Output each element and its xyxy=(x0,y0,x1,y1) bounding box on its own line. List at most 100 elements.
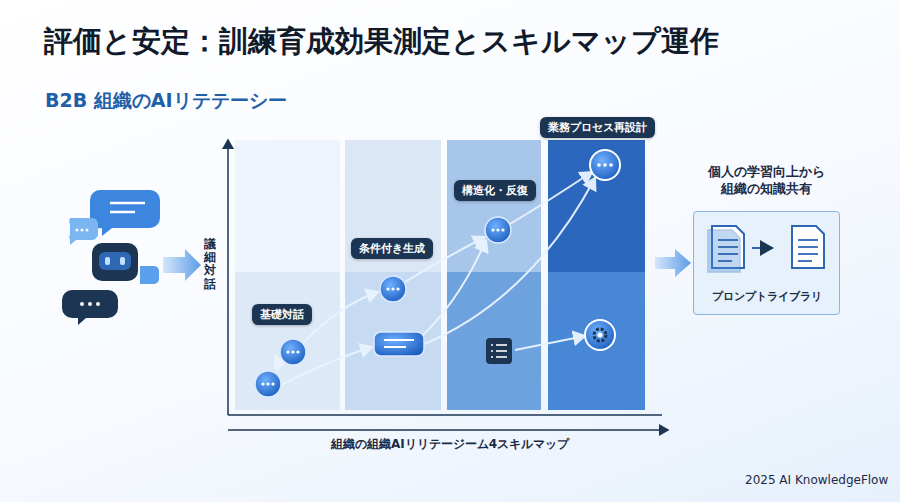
illustration-g xyxy=(708,226,824,272)
illustration-path xyxy=(62,290,118,325)
illustration-line xyxy=(798,239,818,241)
axis-label-vertical: 議細対話 xyxy=(204,238,216,291)
illustration-line xyxy=(718,260,732,262)
illustration-line xyxy=(752,247,772,249)
illustration-g xyxy=(798,240,818,261)
box-heading: 個人の学習向上から 組織の知識共有 xyxy=(708,164,826,198)
illustration-line xyxy=(491,356,493,358)
illustration-path xyxy=(276,362,286,372)
illustration-path xyxy=(163,249,201,281)
illustration-rect xyxy=(693,211,840,315)
illustration-g xyxy=(718,240,738,261)
illustration-line xyxy=(227,140,229,415)
illustration-circle xyxy=(280,339,306,365)
illustration-circle xyxy=(598,333,603,338)
illustration-line xyxy=(798,260,812,262)
illustration-circle xyxy=(266,382,269,385)
illustration-line xyxy=(228,414,662,416)
illustration-circle xyxy=(594,329,606,341)
library-box: 個人の学習向上から 組織の知識共有プロンプトライブラリ xyxy=(693,211,840,315)
illustration-path xyxy=(515,336,585,350)
illustration-line xyxy=(496,356,507,358)
illustration-rect xyxy=(235,140,340,272)
footer-note: 2025 AI KnowledgeFlow xyxy=(745,473,888,487)
illustration-g xyxy=(491,345,507,357)
illustration-line xyxy=(384,339,414,341)
illustration-circle xyxy=(80,302,84,306)
illustration-line xyxy=(110,202,145,205)
illustration-rect xyxy=(374,332,424,356)
illustration-rect xyxy=(486,338,512,364)
illustration-circle xyxy=(81,229,84,232)
illustration-circle xyxy=(491,228,494,231)
illustration-circle xyxy=(296,350,299,353)
illustration-line xyxy=(718,239,738,241)
illustration-circle xyxy=(590,150,620,180)
stage-label: 構造化・反復 xyxy=(454,180,536,201)
illustration-g xyxy=(261,163,612,385)
illustration-circle xyxy=(496,228,499,231)
illustration-path xyxy=(303,292,378,343)
illustration-line xyxy=(798,253,818,255)
illustration-path xyxy=(69,218,98,245)
illustration-path xyxy=(708,230,740,272)
stage-text: 条件付き生成 xyxy=(359,242,425,255)
illustration-circle xyxy=(585,320,615,350)
illustration-g xyxy=(255,150,620,397)
illustration-circle xyxy=(88,302,92,306)
illustration-line xyxy=(384,346,406,348)
illustration-rect xyxy=(92,243,138,281)
illustration-circle xyxy=(501,228,504,231)
illustration-rect xyxy=(120,257,125,265)
illustration-path xyxy=(655,249,691,277)
illustration-circle xyxy=(485,217,511,243)
illustration-rect xyxy=(447,272,541,410)
stage-text: 業務プロセス再設計 xyxy=(548,121,647,134)
axis-label: 組織の組織AIリリテージーム4スキルマップ xyxy=(331,436,569,453)
illustration-rect xyxy=(235,272,340,410)
illustration-path xyxy=(140,266,159,284)
stage-label: 基礎対話 xyxy=(252,304,312,325)
illustration-circle xyxy=(396,287,399,290)
illustration-path xyxy=(422,178,595,345)
stage-text: 基礎対話 xyxy=(260,308,304,321)
illustration-rect xyxy=(345,140,441,272)
illustration-circle xyxy=(286,350,289,353)
illustration-rect xyxy=(105,257,110,265)
illustration-circle xyxy=(96,302,100,306)
illustration-line xyxy=(228,429,668,431)
illustration-line xyxy=(110,211,135,214)
page-title: 評価と安定：訓練育成効果測定とスキルマップ運作 xyxy=(44,22,719,62)
illustration-g xyxy=(276,172,595,385)
illustration-circle xyxy=(386,287,389,290)
illustration-circle xyxy=(609,163,613,167)
illustration-rect xyxy=(345,272,441,410)
illustration-rect xyxy=(99,252,131,270)
illustration-line xyxy=(491,350,493,352)
illustration-circle xyxy=(391,287,394,290)
illustration-rect xyxy=(548,140,645,272)
illustration-line xyxy=(798,246,818,248)
illustration-circle xyxy=(380,276,406,302)
illustration-path xyxy=(90,190,160,236)
illustration-circle xyxy=(86,229,89,232)
illustration-circle xyxy=(261,382,264,385)
subtitle: B2B 組織のAIリテテーシー xyxy=(45,88,287,114)
illustration-circle xyxy=(597,163,601,167)
illustration-line xyxy=(718,253,738,255)
illustration-line xyxy=(496,350,507,352)
box-label: プロンプトライブラリ xyxy=(694,289,839,304)
stage-label: 条件付き生成 xyxy=(351,238,433,259)
illustration-line xyxy=(496,344,507,346)
illustration-path xyxy=(792,226,824,268)
illustration-line xyxy=(491,344,493,346)
illustration-circle xyxy=(255,371,281,397)
stage-label: 業務プロセス再設計 xyxy=(540,117,655,138)
illustration-circle xyxy=(271,382,274,385)
illustration-circle xyxy=(603,163,607,167)
illustration-circle xyxy=(76,229,79,232)
illustration-g xyxy=(62,190,201,325)
stage-text: 構造化・反復 xyxy=(462,184,528,197)
illustration-rect xyxy=(447,140,541,272)
